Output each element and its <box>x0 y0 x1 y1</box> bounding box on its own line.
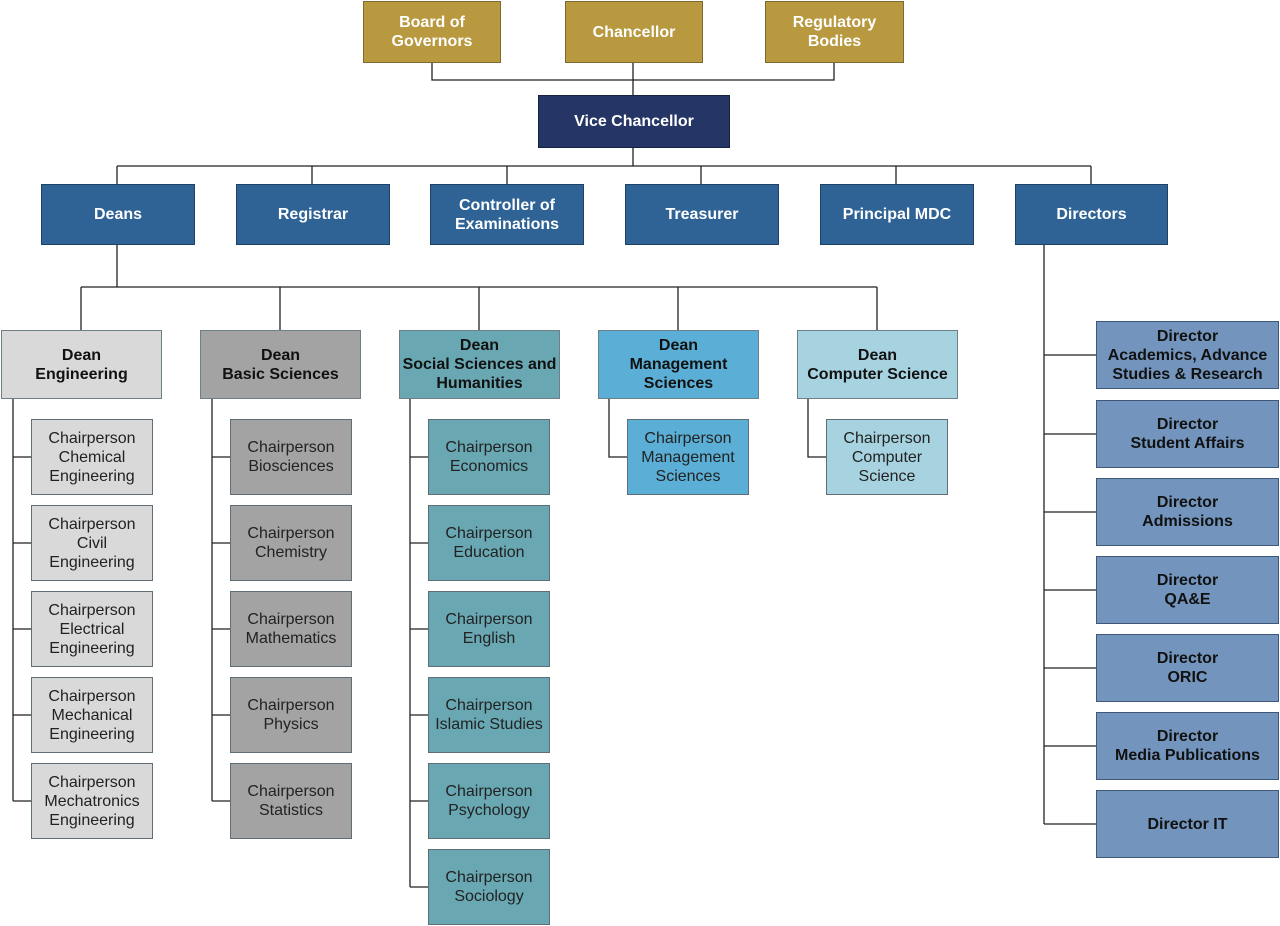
directors-box: Directors <box>1015 184 1168 245</box>
director-media-publications: Director Media Publications <box>1096 712 1279 780</box>
chair-psychology: Chairperson Psychology <box>428 763 550 839</box>
board-of-governors-box: Board of Governors <box>363 1 501 63</box>
controller-of-examinations-box: Controller of Examinations <box>430 184 584 245</box>
chair-statistics: Chairperson Statistics <box>230 763 352 839</box>
dean-social-sciences-box: Dean Social Sciences and Humanities <box>399 330 560 399</box>
chair-chemical-engineering: Chairperson Chemical Engineering <box>31 419 153 495</box>
dean-basic-sciences-box: Dean Basic Sciences <box>200 330 361 399</box>
deans-box: Deans <box>41 184 195 245</box>
director-student-affairs: Director Student Affairs <box>1096 400 1279 468</box>
regulatory-bodies-box: Regulatory Bodies <box>765 1 904 63</box>
chair-physics: Chairperson Physics <box>230 677 352 753</box>
director-qae: Director QA&E <box>1096 556 1279 624</box>
chair-sociology: Chairperson Sociology <box>428 849 550 925</box>
dean-computer-science-box: Dean Computer Science <box>797 330 958 399</box>
chair-civil-engineering: Chairperson Civil Engineering <box>31 505 153 581</box>
chair-chemistry: Chairperson Chemistry <box>230 505 352 581</box>
chair-islamic-studies: Chairperson Islamic Studies <box>428 677 550 753</box>
chancellor-box: Chancellor <box>565 1 703 63</box>
dean-engineering-box: Dean Engineering <box>1 330 162 399</box>
principal-mdc-box: Principal MDC <box>820 184 974 245</box>
vice-chancellor-box: Vice Chancellor <box>538 95 730 148</box>
registrar-box: Registrar <box>236 184 390 245</box>
chair-english: Chairperson English <box>428 591 550 667</box>
director-it: Director IT <box>1096 790 1279 858</box>
chair-management-sciences: Chairperson Management Sciences <box>627 419 749 495</box>
chair-mechatronics-engineering: Chairperson Mechatronics Engineering <box>31 763 153 839</box>
chair-electrical-engineering: Chairperson Electrical Engineering <box>31 591 153 667</box>
chair-economics: Chairperson Economics <box>428 419 550 495</box>
chair-education: Chairperson Education <box>428 505 550 581</box>
chair-mathematics: Chairperson Mathematics <box>230 591 352 667</box>
chair-mechanical-engineering: Chairperson Mechanical Engineering <box>31 677 153 753</box>
director-academics: Director Academics, Advance Studies & Re… <box>1096 321 1279 389</box>
director-admissions: Director Admissions <box>1096 478 1279 546</box>
dean-management-sciences-box: Dean Management Sciences <box>598 330 759 399</box>
chair-computer-science: Chairperson Computer Science <box>826 419 948 495</box>
director-oric: Director ORIC <box>1096 634 1279 702</box>
treasurer-box: Treasurer <box>625 184 779 245</box>
chair-biosciences: Chairperson Biosciences <box>230 419 352 495</box>
